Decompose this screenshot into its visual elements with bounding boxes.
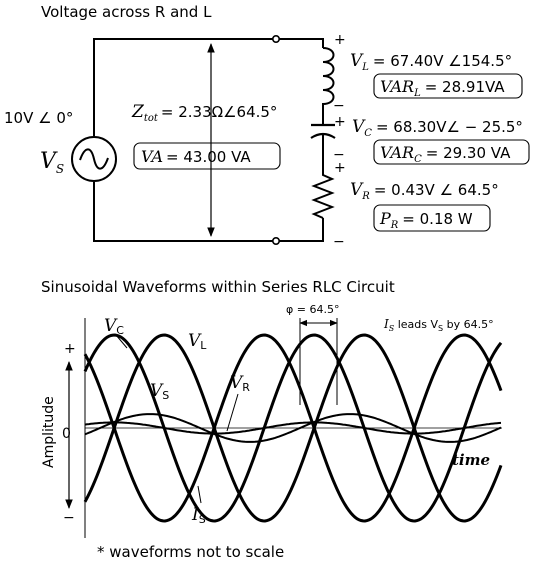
source-value: 10V ∠ 0° bbox=[4, 109, 73, 127]
is-leader bbox=[197, 485, 202, 504]
bottom-right-wire bbox=[279, 218, 324, 242]
minus-sign-inductor: − bbox=[333, 98, 345, 114]
inductor-icon bbox=[322, 47, 335, 124]
top-right-wire bbox=[279, 38, 324, 48]
impedance-label: Ztot= 2.33Ω∠64.5° bbox=[131, 102, 277, 124]
vs-waveform bbox=[84, 413, 502, 443]
phi-label: φ = 64.5° bbox=[286, 303, 339, 316]
waveform-plot: Amplitude + 0 − φ = 64.5° IS leads VS by… bbox=[41, 303, 503, 538]
resistor-power-label: PR= 0.18 W bbox=[379, 209, 473, 231]
terminal-top bbox=[271, 34, 280, 43]
resistor-icon bbox=[311, 170, 335, 219]
capacitor-var-box bbox=[373, 139, 530, 165]
minus-sign-resistor: − bbox=[333, 234, 345, 250]
terminal-bottom bbox=[271, 237, 280, 246]
bottom-title: Sinusoidal Waveforms within Series RLC C… bbox=[41, 278, 395, 296]
footnote: * waveforms not to scale bbox=[97, 543, 284, 561]
capacitor-var-label: VARC= 29.30 VA bbox=[380, 143, 511, 165]
inductor-var-label: VARL= 28.91VA bbox=[380, 77, 505, 99]
resistor-power-box bbox=[373, 204, 491, 232]
apparent-power-label: VA= 43.00 VA bbox=[141, 147, 251, 166]
sine-glyph-icon bbox=[79, 148, 109, 170]
y-axis-label: Amplitude bbox=[41, 396, 57, 468]
capacitor-voltage-label: VC= 68.30V∠ − 25.5° bbox=[352, 117, 523, 139]
y-axis-plus: + bbox=[64, 341, 76, 357]
plus-sign-capacitor: + bbox=[334, 114, 346, 130]
time-label: time bbox=[452, 451, 490, 469]
plus-sign-resistor: + bbox=[334, 160, 346, 176]
inductor-voltage-label: VL= 67.40V ∠154.5° bbox=[350, 51, 512, 73]
lead-note: IS leads VS by 64.5° bbox=[383, 317, 494, 333]
vr-label: VR bbox=[230, 373, 250, 394]
bottom-left-wire bbox=[93, 182, 276, 242]
top-title: Voltage across R and L bbox=[41, 3, 212, 21]
y-axis-minus: − bbox=[63, 510, 75, 526]
vr-leader bbox=[226, 393, 239, 432]
vc-leader bbox=[115, 334, 128, 349]
resistor-voltage-label: VR= 0.43V ∠ 64.5° bbox=[350, 180, 499, 202]
is-label: IS bbox=[191, 505, 206, 526]
vl-label: VL bbox=[188, 331, 207, 352]
vs-label: VS bbox=[150, 381, 169, 402]
apparent-power-box bbox=[133, 142, 281, 170]
vl-waveform bbox=[83, 333, 503, 523]
vc-waveform bbox=[83, 333, 503, 523]
plus-sign-inductor: + bbox=[334, 32, 346, 48]
minus-sign-capacitor: − bbox=[333, 147, 345, 163]
source-symbol: VS bbox=[40, 149, 64, 176]
y-axis-zero: 0 bbox=[62, 426, 71, 442]
top-left-wire bbox=[93, 38, 276, 136]
inductor-var-box bbox=[373, 73, 523, 99]
is-waveform bbox=[83, 333, 503, 523]
vc-label: VC bbox=[104, 316, 124, 337]
circuit bbox=[71, 34, 336, 246]
polarity-signs: + − + − + − bbox=[333, 32, 346, 250]
vr-waveform bbox=[84, 421, 502, 435]
